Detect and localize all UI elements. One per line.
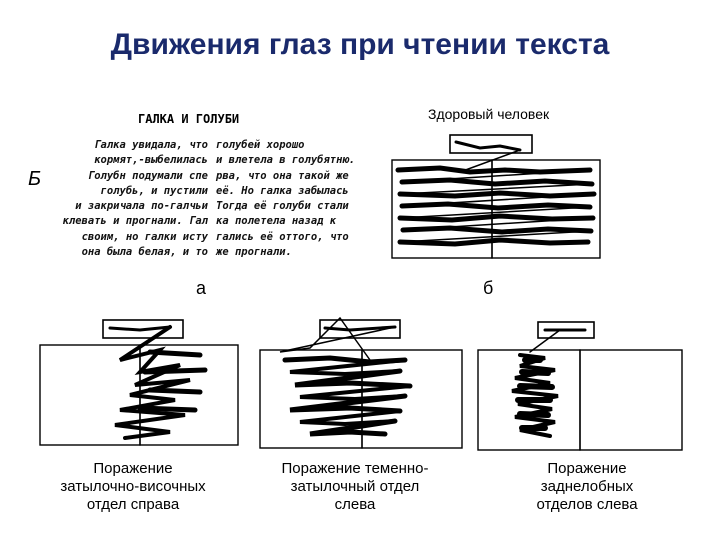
healthy-scan-lines	[395, 140, 597, 247]
left-line: кормят,-выбелилась	[94, 154, 208, 167]
caption-p1: Поражение затылочно-височных отдел справ…	[28, 460, 238, 514]
caption-p1-line1: Поражение	[93, 460, 173, 477]
page-title: Движения глаз при чтении текста	[110, 28, 610, 61]
story-marker: Б	[28, 168, 42, 190]
right-line: её. Но галка забылась	[216, 184, 349, 197]
caption-p2-line3: слева	[334, 496, 376, 513]
p2-scan-lines	[279, 316, 413, 437]
panel-right-occipitotemporal	[39, 319, 239, 446]
caption-p2-line2: затылочный отдел	[290, 478, 420, 495]
panel-left-parietooccipital	[259, 316, 463, 449]
left-line: и закричала по-галчьи	[75, 200, 208, 213]
p3-scan-lines	[511, 328, 587, 438]
left-line: Галка увидала, что	[94, 139, 208, 151]
right-line: же прогнали.	[216, 246, 292, 259]
figure-label-b: б	[483, 278, 494, 298]
right-line: Тогда её голуби стали	[216, 200, 349, 213]
caption-p2-line1: Поражение теменно-	[281, 460, 429, 477]
right-line: голубей хорошо	[216, 139, 305, 151]
caption-p3-line1: Поражение	[547, 460, 627, 477]
left-line: голубь, и пустили	[100, 184, 208, 197]
p1-scan-lines	[108, 325, 208, 440]
right-line: рва, что она такой же	[216, 169, 349, 182]
right-line: ка полетела назад к	[216, 215, 337, 228]
p3-text-frame-right	[579, 349, 683, 451]
healthy-caption: Здоровый человек	[428, 106, 550, 122]
caption-p2: Поражение теменно- затылочный отдел слев…	[250, 460, 460, 514]
left-line: своим, но галки исту	[81, 230, 208, 243]
right-line: гались её оттого, что	[216, 230, 349, 243]
panel-left-posterior-frontal	[477, 321, 683, 451]
left-line: клевать и прогнали. Гал	[62, 215, 208, 228]
left-line: Голубн подумали спе	[87, 169, 208, 182]
healthy-panel	[391, 134, 601, 259]
right-line: и влетела в голубятню.	[216, 154, 356, 167]
figure-label-a: а	[196, 278, 207, 298]
caption-p3-line2: заднелобных	[540, 478, 634, 495]
caption-p1-line2: затылочно-височных	[60, 478, 206, 495]
caption-p3: Поражение заднелобных отделов слева	[482, 460, 692, 514]
caption-p1-line3: отдел справа	[86, 496, 180, 513]
story-heading: ГАЛКА И ГОЛУБИ	[138, 112, 240, 126]
caption-p3-line3: отделов слева	[536, 496, 638, 513]
left-line: она была белая, и то	[81, 246, 208, 259]
story-right-column: голубей хорошо и влетела в голубятню. рва,…	[216, 138, 376, 260]
